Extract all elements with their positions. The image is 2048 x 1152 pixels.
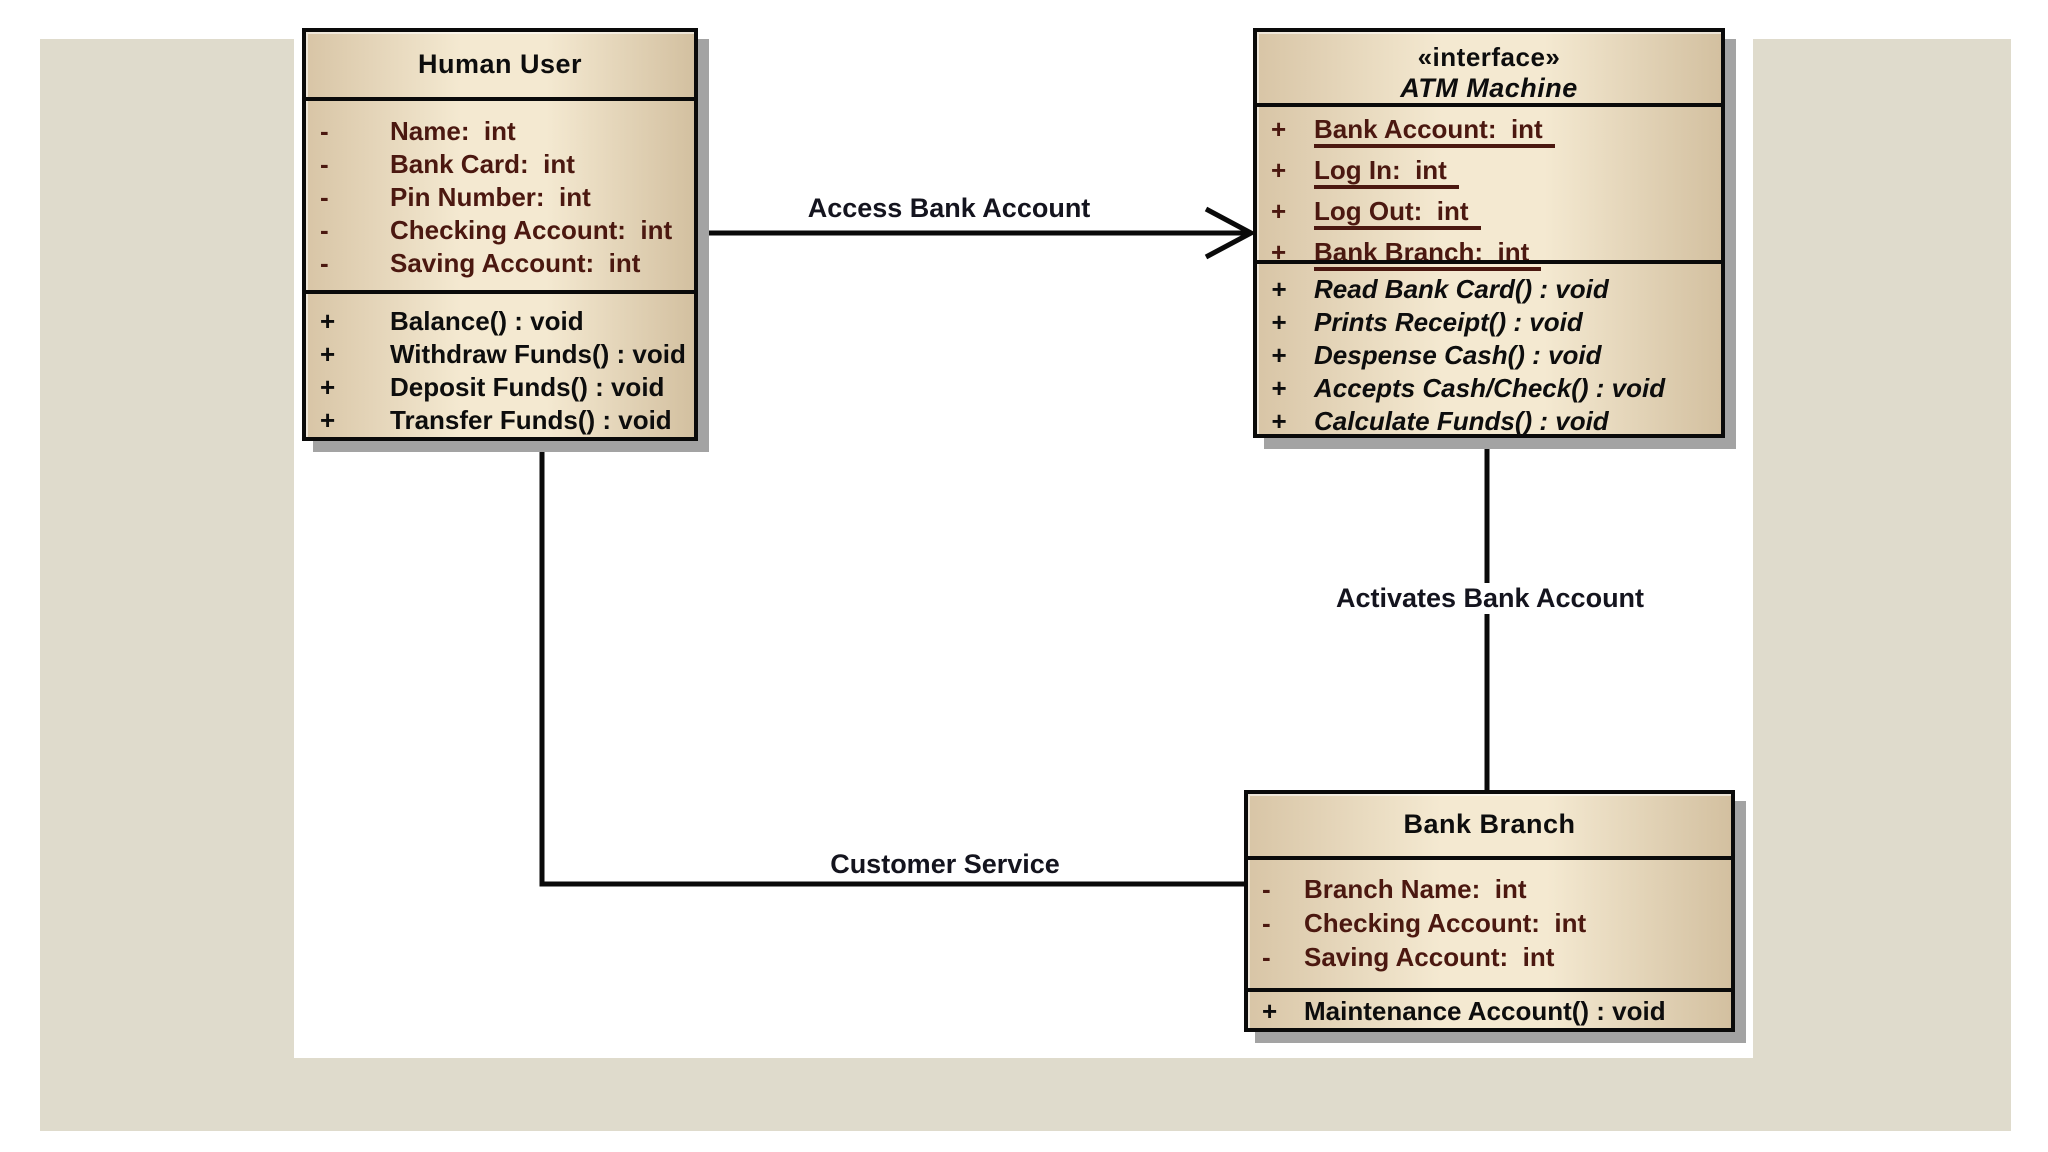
class-title: Bank Branch <box>1403 809 1576 839</box>
activates-bank-account-label: Activates Bank Account <box>1325 583 1655 614</box>
method-text: Accepts Cash/Check() : void <box>1314 373 1666 403</box>
class-box-bank-branch: Bank Branch - Branch Name: int - Checking … <box>1244 790 1735 1032</box>
visibility-marker: + <box>1271 237 1287 267</box>
attribute-text: Checking Account: int <box>1304 907 1587 938</box>
methods-compartment: + Read Bank Card() : void + Prints Receipt… <box>1257 260 1721 438</box>
visibility-marker: + <box>1271 155 1287 185</box>
method-text: Transfer Funds() : void <box>390 405 672 435</box>
attribute-row: - Saving Account: int <box>1248 940 1731 974</box>
class-box-human-user: Human User - Name: int - Bank Card: int - P… <box>302 28 698 441</box>
attribute-row: + Log Out: int <box>1257 196 1721 230</box>
attribute-row: - Bank Card: int <box>306 148 694 181</box>
attribute-row: - Checking Account: int <box>1248 906 1731 940</box>
method-row: + Transfer Funds() : void <box>306 404 694 437</box>
visibility-marker: - <box>320 115 329 146</box>
attributes-compartment: - Branch Name: int - Checking Account: int… <box>1248 855 1731 988</box>
visibility-marker: + <box>1271 114 1287 144</box>
method-row: + Prints Receipt() : void <box>1257 306 1721 339</box>
attribute-text: Log Out: int <box>1314 196 1481 230</box>
visibility-marker: + <box>1271 373 1287 403</box>
attribute-row: + Log In: int <box>1257 155 1721 189</box>
method-text: Deposit Funds() : void <box>390 372 665 402</box>
visibility-marker: + <box>320 405 336 435</box>
class-box-atm-machine: «interface» ATM Machine + Bank Account: i… <box>1253 28 1725 438</box>
visibility-marker: + <box>1271 340 1287 370</box>
attribute-row: - Checking Account: int <box>306 214 694 247</box>
method-row: + Balance() : void <box>306 305 694 338</box>
visibility-marker: + <box>1262 996 1278 1026</box>
attributes-compartment: + Bank Account: int + Log In: int + Log Out… <box>1257 103 1721 271</box>
attribute-row: - Name: int <box>306 115 694 148</box>
class-title: «interface» ATM Machine <box>1257 32 1721 103</box>
attribute-text: Bank Account: int <box>1314 114 1555 148</box>
visibility-marker: - <box>1262 873 1271 904</box>
class-title: Human User <box>417 49 583 79</box>
method-text: Read Bank Card() : void <box>1314 274 1609 304</box>
method-row: + Withdraw Funds() : void <box>306 338 694 371</box>
methods-compartment: + Balance() : void + Withdraw Funds() : vo… <box>306 290 694 437</box>
visibility-marker: + <box>1271 307 1287 337</box>
visibility-marker: + <box>1271 196 1287 226</box>
visibility-marker: + <box>320 372 336 402</box>
access-bank-account-label: Access Bank Account <box>807 193 1091 223</box>
visibility-marker: - <box>320 214 329 245</box>
attribute-text: Branch Name: int <box>1304 873 1527 904</box>
interface-name: ATM Machine <box>1400 73 1578 103</box>
visibility-marker: - <box>320 181 329 212</box>
attributes-compartment: - Name: int - Bank Card: int - Pin Number: … <box>306 96 694 290</box>
attribute-row: - Saving Account: int <box>306 247 694 280</box>
method-text: Maintenance Account() : void <box>1304 996 1666 1026</box>
method-row: + Read Bank Card() : void <box>1257 273 1721 306</box>
method-row: + Despense Cash() : void <box>1257 339 1721 372</box>
visibility-marker: + <box>320 339 336 369</box>
visibility-marker: - <box>320 148 329 179</box>
method-row: + Deposit Funds() : void <box>306 371 694 404</box>
attribute-row: - Branch Name: int <box>1248 872 1731 906</box>
method-text: Despense Cash() : void <box>1314 340 1602 370</box>
attribute-text: Saving Account: int <box>390 247 641 278</box>
stereotype-label: «interface» <box>1417 42 1561 72</box>
visibility-marker: - <box>1262 941 1271 972</box>
method-text: Balance() : void <box>390 306 584 336</box>
method-row: + Accepts Cash/Check() : void <box>1257 372 1721 405</box>
method-text: Withdraw Funds() : void <box>390 339 686 369</box>
attribute-text: Bank Card: int <box>390 148 575 179</box>
visibility-marker: + <box>1271 274 1287 304</box>
customer-service-label: Customer Service <box>830 849 1060 879</box>
visibility-marker: + <box>320 306 336 336</box>
attribute-text: Checking Account: int <box>390 214 673 245</box>
method-text: Calculate Funds() : void <box>1314 406 1609 436</box>
visibility-marker: - <box>320 247 329 278</box>
methods-compartment: + Maintenance Account() : void <box>1248 988 1731 1028</box>
attribute-row: + Bank Account: int <box>1257 114 1721 148</box>
attribute-text: Saving Account: int <box>1304 941 1555 972</box>
attribute-text: Log In: int <box>1314 155 1459 189</box>
attribute-text: Pin Number: int <box>390 181 591 212</box>
attribute-text: Name: int <box>390 115 516 146</box>
visibility-marker: + <box>1271 406 1287 436</box>
method-text: Prints Receipt() : void <box>1314 307 1583 337</box>
method-row: + Calculate Funds() : void <box>1257 405 1721 438</box>
attribute-row: - Pin Number: int <box>306 181 694 214</box>
visibility-marker: - <box>1262 907 1271 938</box>
method-row: + Maintenance Account() : void <box>1248 995 1731 1028</box>
